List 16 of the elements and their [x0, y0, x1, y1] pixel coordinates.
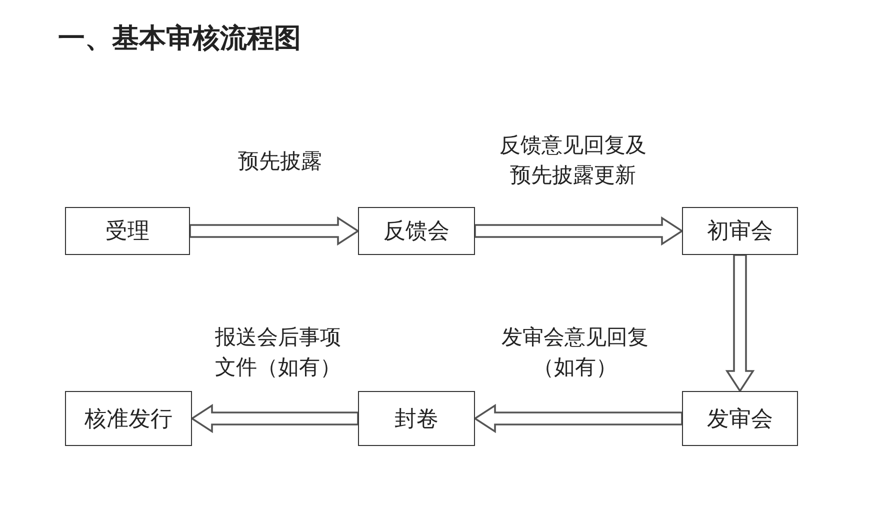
block-arrow — [474, 216, 684, 246]
process-box: 初审会 — [682, 207, 798, 255]
process-box: 反馈会 — [358, 207, 475, 255]
process-box: 封卷 — [358, 391, 475, 446]
block-arrow — [725, 254, 755, 393]
title: 一、基本审核流程图 — [58, 22, 301, 56]
process-box: 受理 — [65, 207, 190, 255]
block-arrow — [190, 404, 359, 434]
edge-label: 反馈意见回复及预先披露更新 — [498, 132, 648, 189]
edge-label: 报送会后事项文件（如有） — [214, 324, 342, 381]
edge-label: 预先披露 — [238, 148, 322, 175]
block-arrow — [473, 404, 683, 434]
process-box: 核准发行 — [65, 391, 192, 446]
block-arrow — [189, 216, 360, 246]
process-box: 发审会 — [682, 391, 798, 446]
edge-label: 发审会意见回复（如有） — [500, 324, 650, 381]
